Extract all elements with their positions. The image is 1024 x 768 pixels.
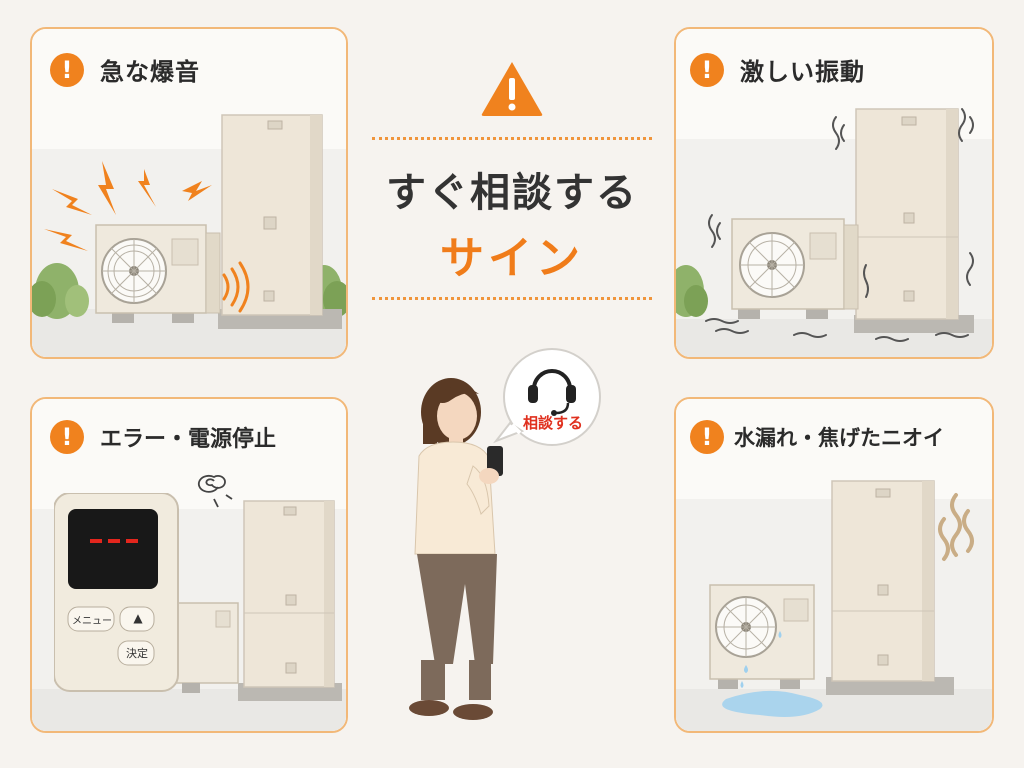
error-dash — [126, 539, 138, 543]
exclamation-icon: ! — [690, 420, 724, 454]
headline: すぐ相談する — [386, 170, 638, 216]
error-dash — [108, 539, 120, 543]
panel-title-leak-smell: ! 水漏れ・焦げたニオイ — [690, 420, 944, 454]
noise-scene-illustration — [32, 29, 346, 357]
label-error-stop: エラー・電源停止 — [100, 427, 277, 452]
panel-title-strong-vibration: ! 激しい振動 — [690, 52, 865, 87]
remote-up-button-shape — [119, 606, 155, 632]
exclamation-icon: ! — [50, 420, 84, 454]
noise-bolt-icons — [44, 161, 212, 251]
panel-sudden-noise: ! 急な爆音 — [30, 27, 348, 359]
confusion-swirl-icon — [197, 474, 233, 508]
consult-bubble-text: 相談する — [522, 414, 583, 432]
remote-up-button[interactable]: ▲ — [133, 611, 143, 625]
exclamation-icon: ! — [50, 52, 84, 87]
remote-ok-button-shape — [117, 640, 155, 666]
divider-top — [372, 137, 652, 140]
subheadline: サイン — [440, 233, 584, 284]
exclamation-icon: ! — [690, 52, 724, 87]
remote-ok-button[interactable]: 決定 — [126, 647, 148, 660]
water-leak-icon — [722, 631, 823, 717]
label-leak-smell: 水漏れ・焦げたニオイ — [734, 426, 944, 450]
vibration-lines-icon — [705, 108, 974, 342]
sound-wave-icon — [222, 261, 250, 313]
bush-left — [676, 265, 708, 317]
panel-strong-vibration: ! 激しい振動 — [674, 27, 994, 359]
consult-speech-bubble — [493, 348, 601, 446]
panel-leak-smell: ! 水漏れ・焦げたニオイ — [674, 397, 994, 733]
panel-title-error-stop: ! エラー・電源停止 — [50, 420, 276, 454]
leak-scene-illustration — [676, 399, 992, 731]
smell-wave-icon — [938, 493, 974, 561]
outdoor-unit — [731, 218, 859, 319]
remote-menu-button[interactable]: メニュー — [72, 616, 112, 627]
water-heater-tank — [218, 114, 342, 329]
vibration-scene-illustration — [676, 29, 992, 357]
remote-controller — [54, 493, 179, 692]
panel-title-sudden-noise: ! 急な爆音 — [50, 52, 200, 87]
label-strong-vibration: 激しい振動 — [740, 58, 865, 86]
outdoor-unit — [95, 224, 221, 323]
water-heater-tank — [826, 480, 954, 695]
water-heater-tank — [854, 108, 974, 333]
bush-left — [32, 263, 89, 319]
headset-icon — [528, 369, 576, 416]
label-sudden-noise: 急な爆音 — [100, 58, 200, 86]
water-heater-tank — [238, 500, 342, 701]
warning-triangle-icon — [481, 62, 543, 116]
error-dash — [90, 539, 102, 543]
outdoor-unit — [171, 602, 239, 693]
outdoor-unit — [709, 584, 815, 689]
divider-bottom — [372, 297, 652, 300]
woman-with-phone-illustration — [409, 378, 503, 720]
remote-menu-button-shape — [67, 606, 115, 632]
